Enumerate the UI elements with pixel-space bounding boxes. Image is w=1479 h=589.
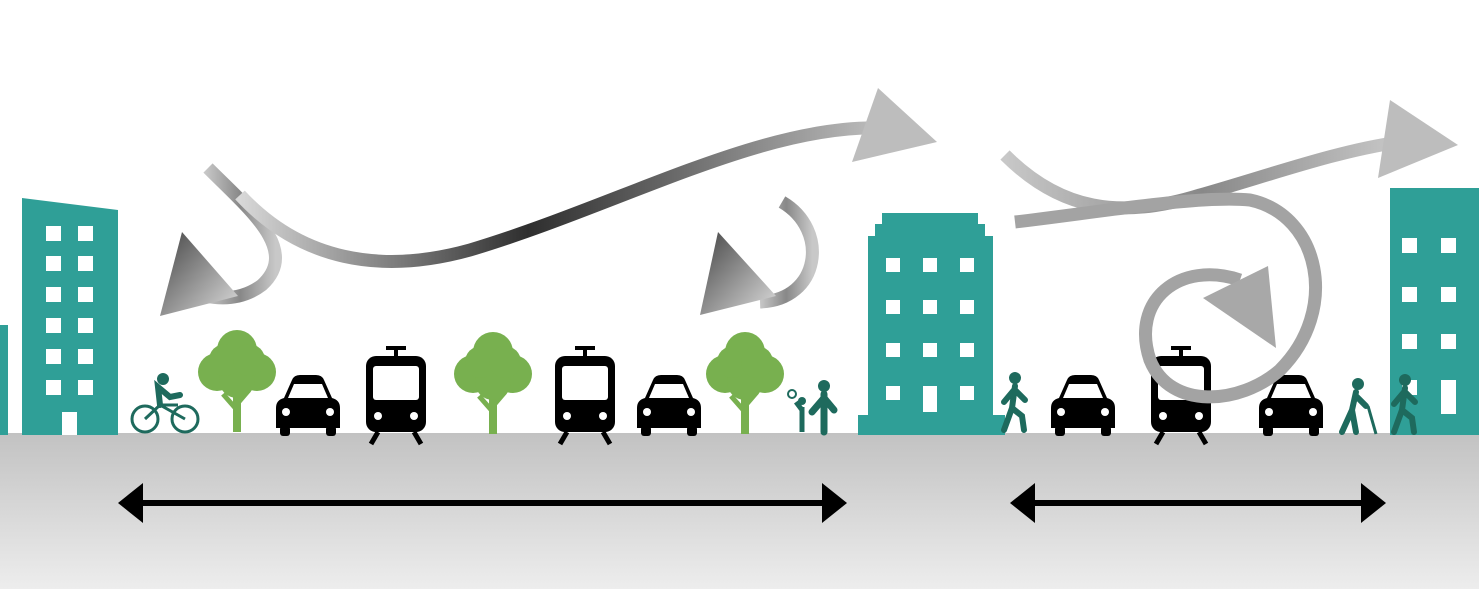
pedestrian-icon	[1004, 372, 1025, 430]
double-arrow-icon	[118, 483, 847, 523]
curved-arrow-icon	[160, 163, 282, 316]
double-arrow-icon	[1010, 483, 1386, 523]
car-icon	[276, 375, 340, 436]
tree-icon	[454, 332, 532, 434]
tram-icon	[366, 346, 426, 444]
family-icon	[787, 380, 838, 436]
curved-arrow-icon	[700, 196, 819, 315]
curved-arrow-icon	[1014, 192, 1322, 404]
elderly-with-cane-icon	[1339, 378, 1378, 435]
ground	[0, 433, 1479, 589]
building-icon	[858, 213, 1005, 435]
cyclist-icon	[130, 373, 200, 434]
tram-icon	[555, 346, 615, 444]
tree-icon	[706, 332, 784, 434]
curved-arrow-icon	[235, 88, 937, 268]
tree-icon	[198, 330, 276, 432]
car-icon	[637, 375, 701, 436]
car-icon	[1051, 375, 1115, 436]
building-icon	[0, 325, 8, 435]
building-icon	[22, 198, 118, 435]
